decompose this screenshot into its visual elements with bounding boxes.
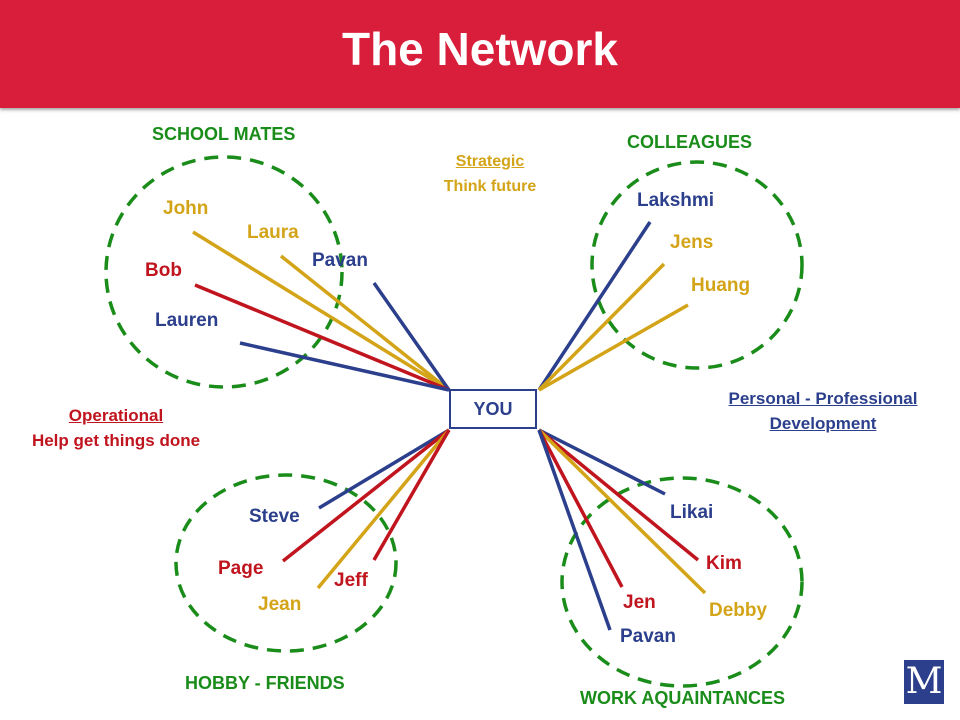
personal-note: Personal - Professional Development xyxy=(700,386,946,436)
member-kim: Kim xyxy=(706,553,742,574)
strategic-note: Strategic Think future xyxy=(420,149,560,199)
operational-text: Help get things done xyxy=(31,431,201,450)
strategic-heading: Strategic xyxy=(455,153,525,170)
connector-page xyxy=(281,428,451,563)
m-logo: M xyxy=(904,660,944,704)
operational-heading: Operational xyxy=(68,406,164,425)
page-title: The Network xyxy=(341,23,619,75)
member-pavan: Pavan xyxy=(312,250,368,271)
connector-pavan-school xyxy=(372,281,451,392)
header-bar: The Network xyxy=(0,0,960,108)
personal-heading: Personal - Professional xyxy=(728,389,918,408)
you-node: YOU xyxy=(449,389,537,429)
school-mates-circle xyxy=(104,155,344,389)
connector-jean xyxy=(316,428,451,590)
connector-debby xyxy=(537,428,707,595)
member-jens: Jens xyxy=(670,232,714,253)
member-page: Page xyxy=(218,558,264,579)
member-likai: Likai xyxy=(670,502,714,523)
operational-note: Operational Help get things done xyxy=(10,403,222,453)
strategic-text: Think future xyxy=(443,178,537,195)
connector-lauren xyxy=(239,341,450,392)
work-aquaintances-title: WORK AQUAINTANCES xyxy=(580,688,785,708)
member-bob: Bob xyxy=(145,260,182,281)
connector-lakshmi xyxy=(537,221,652,391)
connector-pavan-work xyxy=(537,429,612,631)
hobby-friends-circle xyxy=(174,473,398,653)
work-aquaintances-circle xyxy=(560,476,804,688)
personal-text: Development xyxy=(769,414,877,433)
member-jen: Jen xyxy=(623,592,656,613)
connector-jeff xyxy=(372,429,451,561)
member-steve: Steve xyxy=(249,506,300,527)
connector-jen xyxy=(537,429,624,588)
member-jean: Jean xyxy=(258,594,302,615)
connector-bob xyxy=(194,283,450,392)
member-laura: Laura xyxy=(247,222,299,243)
connector-jens xyxy=(537,262,666,392)
member-huang: Huang xyxy=(691,275,751,296)
colleagues-title: COLLEAGUES xyxy=(627,132,753,152)
connector-kim xyxy=(537,428,700,562)
school-mates-title: SCHOOL MATES xyxy=(152,124,296,144)
hobby-friends-title: HOBBY - FRIENDS xyxy=(185,673,345,693)
member-debby: Debby xyxy=(709,600,768,621)
connector-likai xyxy=(538,428,666,496)
connector-steve xyxy=(318,428,450,510)
member-lauren: Lauren xyxy=(155,310,219,331)
colleagues-circle xyxy=(590,160,804,370)
member-lakshmi: Lakshmi xyxy=(637,190,715,211)
member-john: John xyxy=(163,198,209,219)
logo-letter: M xyxy=(905,661,943,702)
connector-laura xyxy=(279,254,451,392)
connector-john xyxy=(192,230,450,392)
member-jeff: Jeff xyxy=(334,570,368,591)
member-pavan-work: Pavan xyxy=(620,626,676,647)
connector-huang xyxy=(538,303,689,392)
